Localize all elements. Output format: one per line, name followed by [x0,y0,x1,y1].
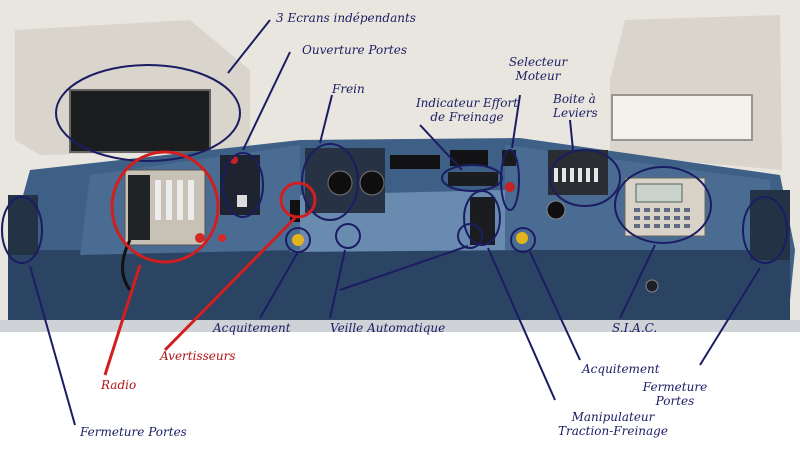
ellipse-screens [55,64,241,162]
horn-button [218,234,226,242]
ellipse-avertisseurs [279,181,317,219]
radio-red-button [195,233,205,243]
radio-slider-3 [177,180,183,220]
ellipse-lever-box [549,149,621,207]
ellipse-siac [614,166,712,244]
label-selecteur-line2: Moteur [515,69,561,83]
ellipse-door-open [222,152,264,218]
label-fermeture-right: Fermeture Portes [640,380,710,408]
label-acquitement-right: Acquitement [582,362,660,376]
leader-lines [29,19,761,426]
label-manip-line1: Manipulateur [571,410,655,424]
label-selecteur: Selecteur Moteur [508,55,568,83]
effort-display-2 [450,150,488,166]
label-ecrans: 3 Ecrans indépendants [276,11,416,25]
label-avertisseurs: Avertisseurs [160,349,236,363]
ellipse-manip [463,190,501,246]
effort-display-3 [448,172,498,186]
left-door-close-panel [8,195,38,255]
motor-selector-light [505,182,515,192]
label-indicateur-line2: de Freinage [430,110,504,124]
ellipse-door-close-left [1,196,43,264]
console-front [8,250,790,320]
radio-slider-2 [166,180,172,220]
label-selecteur-line1: Selecteur [508,55,568,69]
radio-slider-1 [155,180,161,220]
leader-lines-red [103,216,297,376]
ellipse-selector [500,149,520,211]
label-fermeture-right-line1: Fermeture [642,380,708,394]
label-radio: Radio [101,378,137,392]
left-screen [69,89,211,153]
ack-button-right [516,232,528,244]
brake-gauge-2 [359,170,385,196]
ellipse-veille-right [457,223,483,249]
brake-gauge-1 [327,170,353,196]
right-screen [611,94,753,141]
label-frein: Frein [332,82,365,96]
effort-display-1 [390,155,440,169]
annotation-ellipses [1,64,788,264]
ellipse-radio [110,150,220,264]
annotation-ellipses-red [110,150,317,264]
ack-button-left [292,234,304,246]
label-siac: S.I.A.C. [612,321,658,335]
label-fermeture-left: Fermeture Portes [80,425,187,439]
ellipse-door-close-right [742,196,788,264]
console-knob [645,279,659,293]
siac-screen [635,183,683,203]
label-manip-line2: Traction-Freinage [558,424,668,438]
lever-box-gauge [546,200,566,220]
label-boite: Boite à Leviers [553,92,598,120]
radio-handset [128,175,150,240]
label-acquitement-left: Acquitement [213,321,291,335]
brake-lever [290,200,300,222]
label-indicateur: Indicateur Effort de Freinage [408,96,526,124]
siac-keypad [634,208,690,228]
ellipse-veille-left [335,223,361,249]
radio-slider-4 [188,180,194,220]
label-indicateur-line1: Indicateur Effort [415,96,519,110]
ellipse-ack-right [510,227,536,253]
right-screen-housing [610,15,782,170]
label-fermeture-right-line2: Portes [655,394,695,408]
label-ouverture-portes: Ouverture Portes [302,43,408,57]
lever-box-levers [554,168,598,182]
label-boite-line2: Leviers [553,106,598,120]
label-veille: Veille Automatique [330,321,446,335]
door-open-switch [237,195,247,207]
label-manipulateur: Manipulateur Traction-Freinage [548,410,678,438]
label-boite-line1: Boite à [553,92,596,106]
floor [0,320,800,332]
